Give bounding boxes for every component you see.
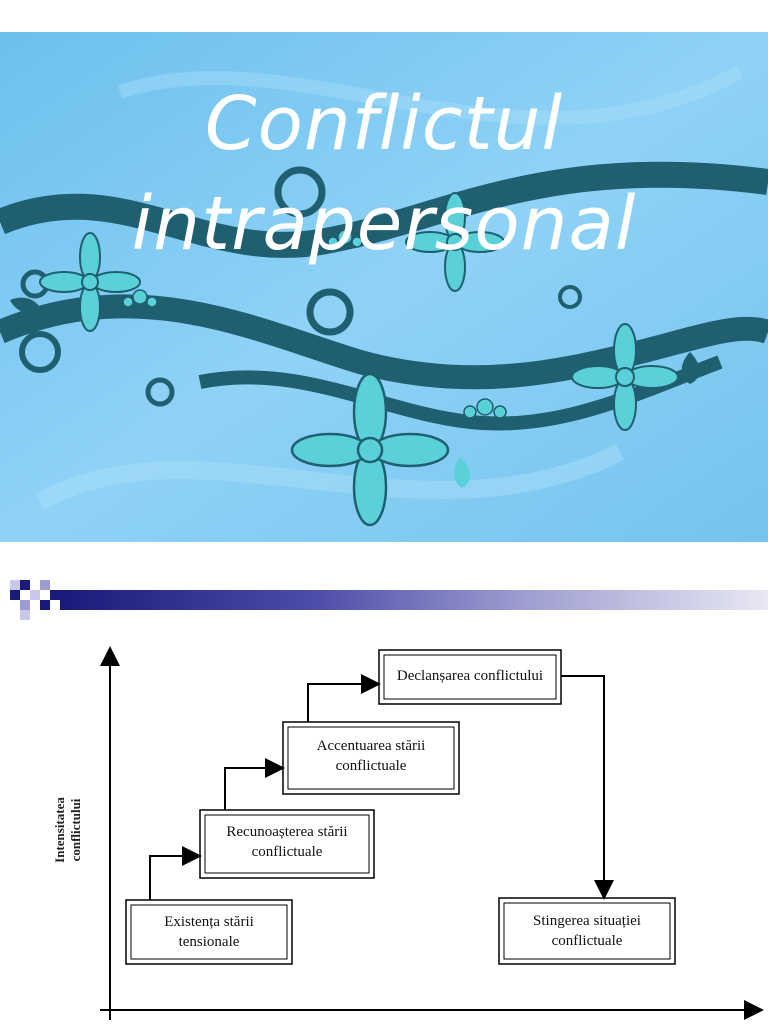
stage-existenta-line-2: tensionale (179, 934, 240, 950)
stage-box-stingerea: Stingerea situației conflictuale (498, 897, 676, 965)
stage-box-accentuarea: Accentuarea stării conflictuale (282, 721, 460, 795)
stage-recunoasterea-line-2: conflictuale (252, 844, 323, 860)
flower (571, 323, 679, 431)
accent-bar (60, 590, 768, 610)
decorative-background (0, 32, 768, 542)
title-line-1: Conflictul (204, 81, 564, 167)
stage-box-declansarea: Declanșarea conflictului (378, 649, 562, 705)
y-axis-label-line-2: conflictului (68, 798, 83, 861)
decor-square (10, 590, 20, 600)
stage-declansarea-line-1: Declanșarea conflictului (397, 668, 543, 684)
flower-small (122, 229, 507, 419)
decor-square (20, 580, 30, 590)
flower-large (290, 372, 450, 527)
faint-swirl (117, 65, 744, 125)
slide-title: Conflictul intrapersonal (0, 74, 768, 274)
stage-accentuarea-line-1: Accentuarea stării (317, 738, 426, 754)
decor-square (50, 590, 60, 600)
arrow-existenta-to-recunoasterea (149, 846, 202, 900)
curl (145, 377, 175, 407)
leaf (454, 457, 471, 488)
y-axis-label-line-1: Intensitatea (52, 797, 67, 863)
stage-stingerea-line-2: conflictuale (552, 933, 623, 949)
stage-accentuarea-line-2: conflictuale (336, 758, 407, 774)
decor-square (30, 590, 40, 600)
stage-recunoasterea-line-1: Recunoașterea stării (226, 824, 347, 840)
leaf (10, 297, 42, 314)
curl (19, 331, 61, 373)
faint-swirl (35, 443, 625, 510)
arrow-declansarea-to-stingerea (561, 675, 614, 900)
arrow-recunoasterea-to-accentuarea (224, 758, 285, 810)
decor-square (40, 600, 50, 610)
stage-existenta-line-1: Existența stării (164, 914, 254, 930)
decor-square (40, 580, 50, 590)
stage-box-recunoasterea: Recunoașterea stării conflictuale (199, 809, 375, 879)
vine (198, 355, 723, 431)
conflict-stages-diagram: Intensitatea conflictului Existența stăr… (52, 646, 764, 1020)
vine (0, 294, 768, 390)
stage-box-existenta: Existența stării tensionale (125, 899, 293, 965)
stage-stingerea-line-1: Stingerea situației (533, 913, 641, 929)
arrow-accentuarea-to-declansarea (307, 674, 381, 722)
curl (274, 166, 326, 218)
decor-square (10, 580, 20, 590)
vine (0, 161, 768, 258)
flower (39, 232, 141, 332)
y-axis-label: Intensitatea conflictului (52, 797, 83, 863)
flower (405, 192, 505, 292)
title-slide: Conflictul intrapersonal (0, 32, 768, 542)
curl (306, 288, 354, 336)
diagram-slide: Intensitatea conflictului Existența stăr… (0, 570, 768, 1024)
leaf (681, 352, 700, 384)
curl (558, 285, 582, 309)
decor-square (20, 610, 30, 620)
title-line-2: intrapersonal (131, 181, 637, 267)
decor-square (20, 600, 30, 610)
